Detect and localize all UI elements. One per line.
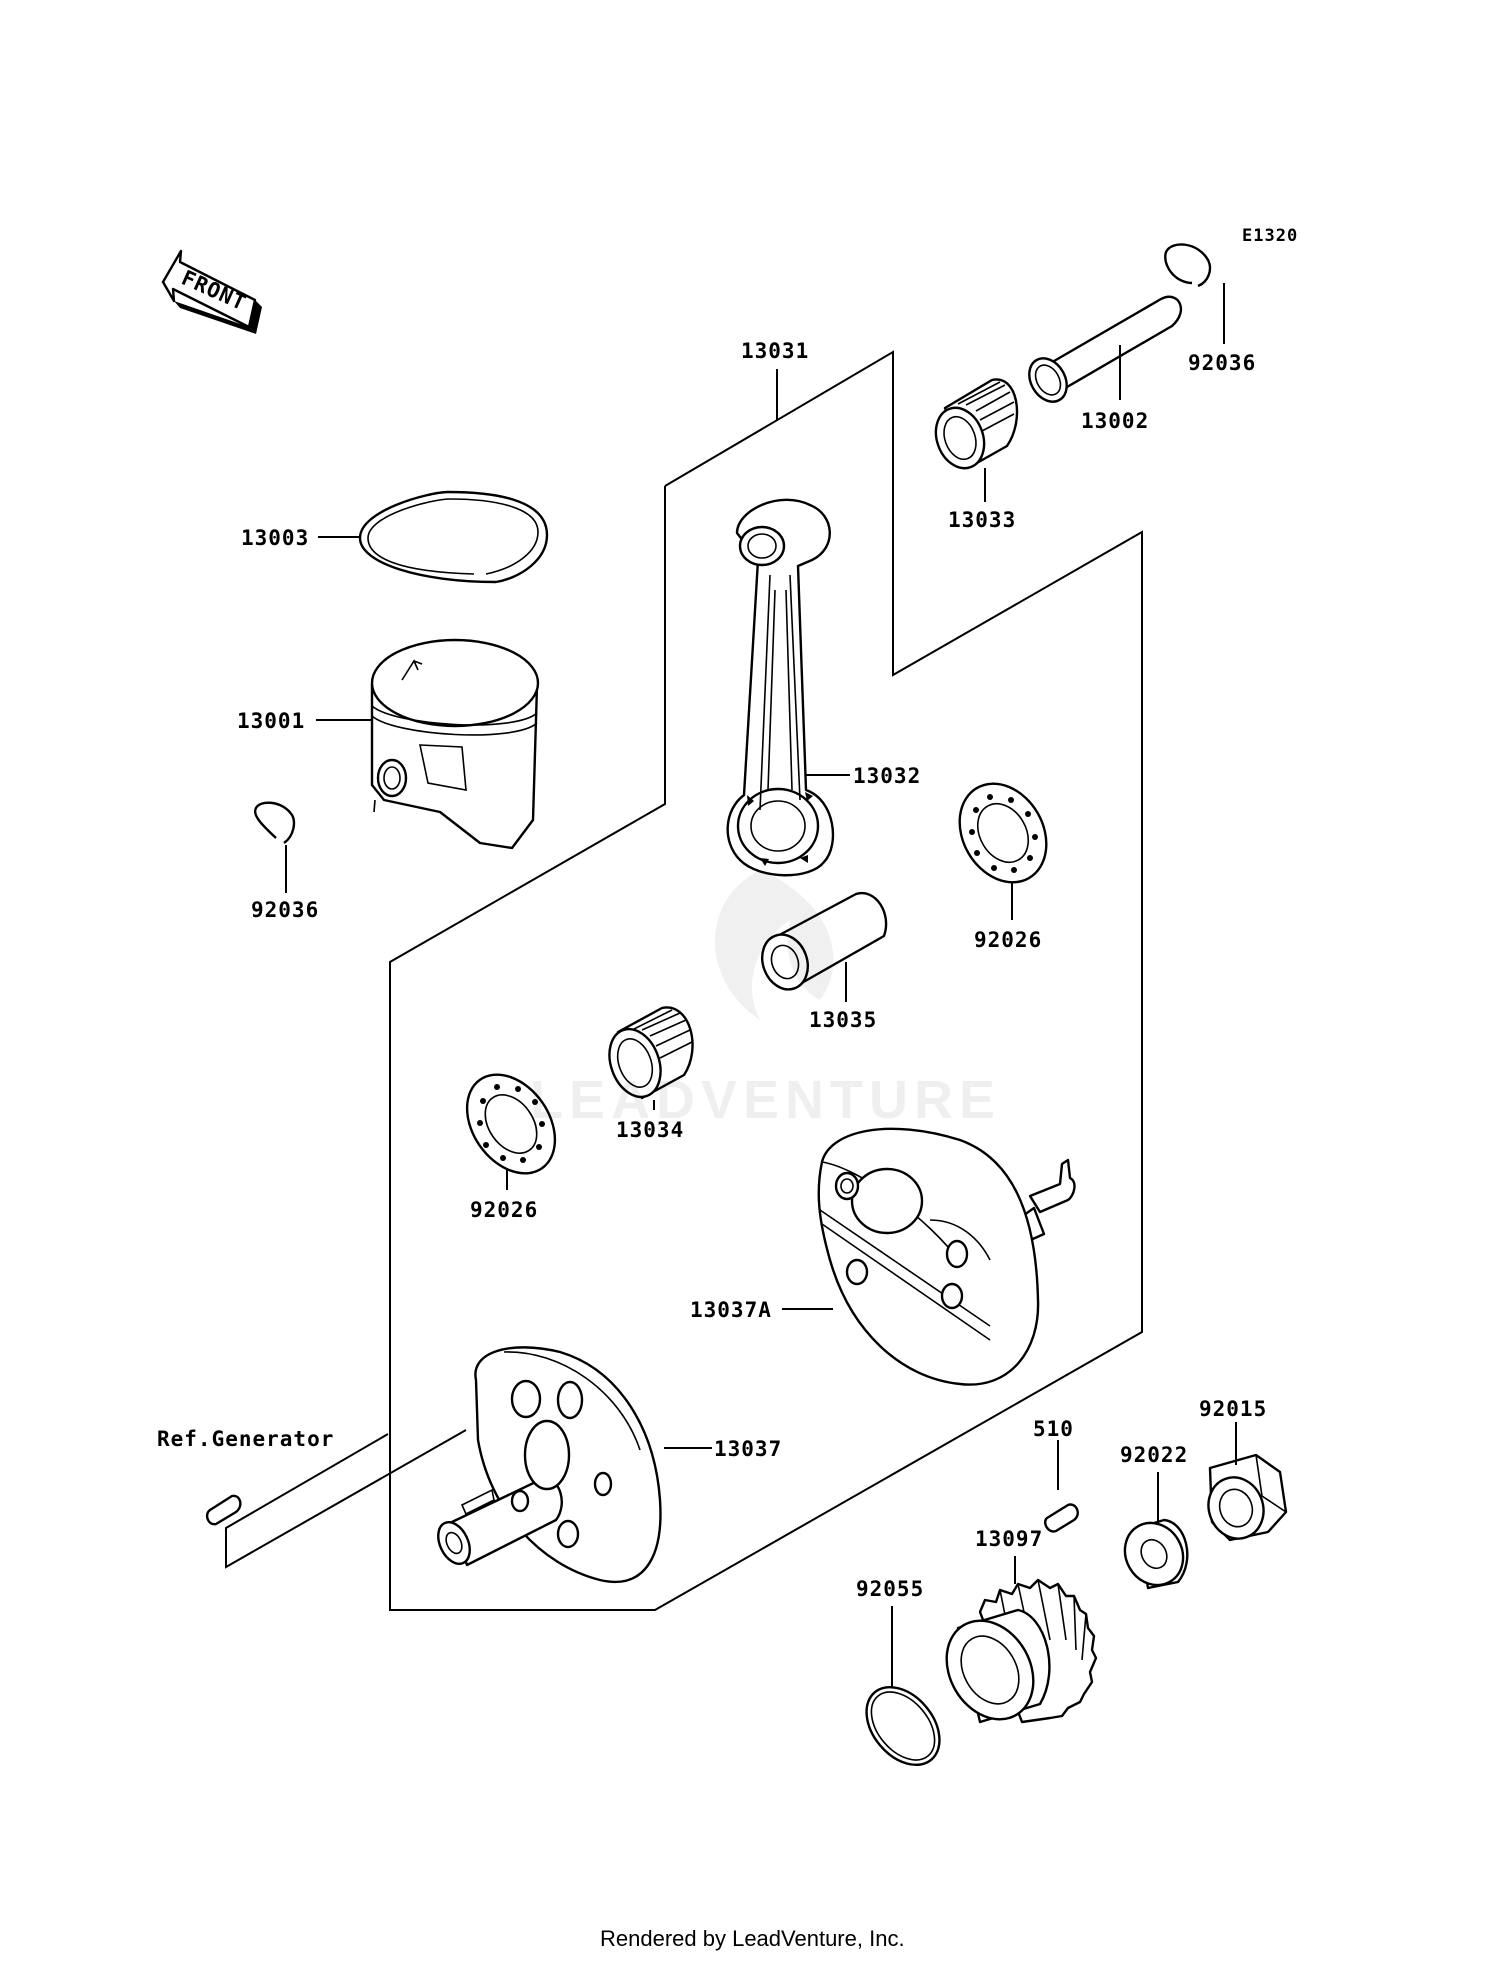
piston-pin [1028, 295, 1183, 403]
ref-generator-leader [225, 1429, 467, 1569]
thrust-washer-right [958, 782, 1048, 884]
label-92026-right: 92026 [974, 928, 1042, 952]
piston [370, 638, 540, 850]
label-13037A: 13037A [690, 1298, 772, 1322]
label-13033: 13033 [948, 508, 1016, 532]
drawing-code: E1320 [1242, 226, 1298, 246]
label-92015: 92015 [1199, 1397, 1267, 1421]
label-13035: 13035 [809, 1008, 877, 1032]
label-510: 510 [1033, 1417, 1074, 1441]
label-13037: 13037 [714, 1437, 782, 1461]
label-92026-left: 92026 [470, 1198, 538, 1222]
footer-text: Rendered by LeadVenture, Inc. [600, 1926, 905, 1951]
label-13002: 13002 [1081, 409, 1149, 433]
label-13032: 13032 [853, 764, 921, 788]
woodruff-key-icon [205, 1494, 242, 1526]
label-13034: 13034 [616, 1118, 684, 1142]
label-13031: 13031 [741, 339, 809, 363]
big-end-bearing [608, 1006, 694, 1100]
crank-key [1043, 1503, 1079, 1533]
label-13003: 13003 [241, 526, 309, 550]
label-13001: 13001 [237, 709, 305, 733]
crank-half-right [817, 1127, 1076, 1386]
collar [1123, 1518, 1189, 1590]
front-arrow-icon: FRONT [161, 249, 262, 334]
crank-pin [761, 891, 888, 991]
label-92036-left: 92036 [251, 898, 319, 922]
ref-generator-label: Ref.Generator [157, 1427, 334, 1451]
small-end-bearing [934, 378, 1019, 470]
snap-ring-right [1164, 243, 1212, 288]
snap-ring-left [253, 801, 296, 844]
watermark-text: LEADVENTURE [530, 1070, 1001, 1130]
label-92022: 92022 [1120, 1443, 1188, 1467]
label-13097: 13097 [975, 1527, 1043, 1551]
watermark-logo [715, 870, 834, 1020]
nut [1207, 1453, 1288, 1542]
o-ring [865, 1685, 941, 1767]
label-92036-right: 92036 [1188, 351, 1256, 375]
conrod-assembly-bracket [389, 350, 1143, 1611]
thrust-washer-left [465, 1073, 557, 1175]
connecting-rod [726, 498, 835, 877]
piston-ring [358, 490, 549, 584]
label-92055: 92055 [856, 1577, 924, 1601]
crank-half-left [437, 1346, 662, 1583]
gear [945, 1578, 1098, 1724]
